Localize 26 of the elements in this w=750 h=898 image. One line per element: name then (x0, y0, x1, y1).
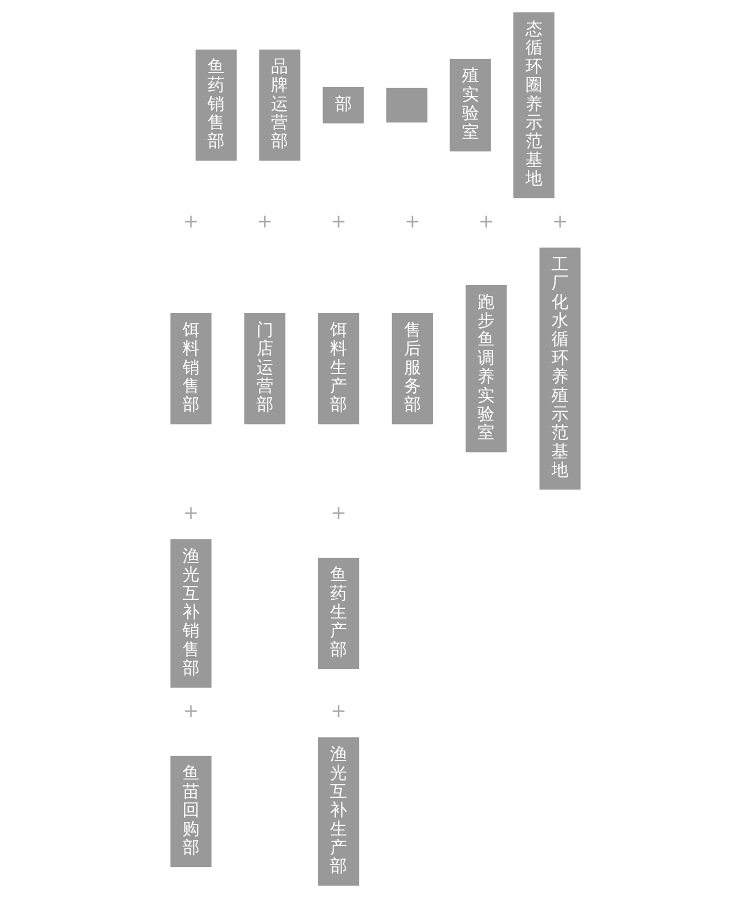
node-box: 殖实验室 (449, 58, 490, 152)
label: + (256, 212, 272, 233)
label: + (182, 701, 198, 722)
label: + (404, 212, 420, 233)
node-box: 门店运营部 (244, 313, 285, 424)
node-box: 鱼药销售部 (195, 50, 236, 161)
label: + (330, 701, 346, 722)
node-box: 部 (322, 86, 364, 124)
label: + (182, 503, 198, 524)
node-box: 工厂化水循环养殖示范基地 (538, 248, 580, 490)
label: + (182, 212, 198, 233)
node-box: 售后服务部 (391, 313, 432, 424)
label: + (478, 212, 494, 233)
node-box: 鱼药生产部 (318, 558, 359, 670)
node-box: 鱼苗回购部 (170, 756, 212, 868)
node-box: 品牌运营部 (258, 50, 300, 161)
node-box (386, 88, 427, 122)
label: + (552, 212, 568, 233)
node-box: 饵料生产部 (318, 313, 359, 424)
node-box: 态循环圈养示范基地 (512, 12, 554, 198)
label: + (330, 503, 346, 524)
node-box: 渔光互补生产部 (318, 737, 359, 886)
label: + (330, 212, 346, 233)
node-box: 饵料销售部 (170, 313, 212, 424)
node-box: 跑步鱼调养实验室 (465, 285, 506, 452)
node-box: 渔光互补销售部 (170, 539, 212, 688)
